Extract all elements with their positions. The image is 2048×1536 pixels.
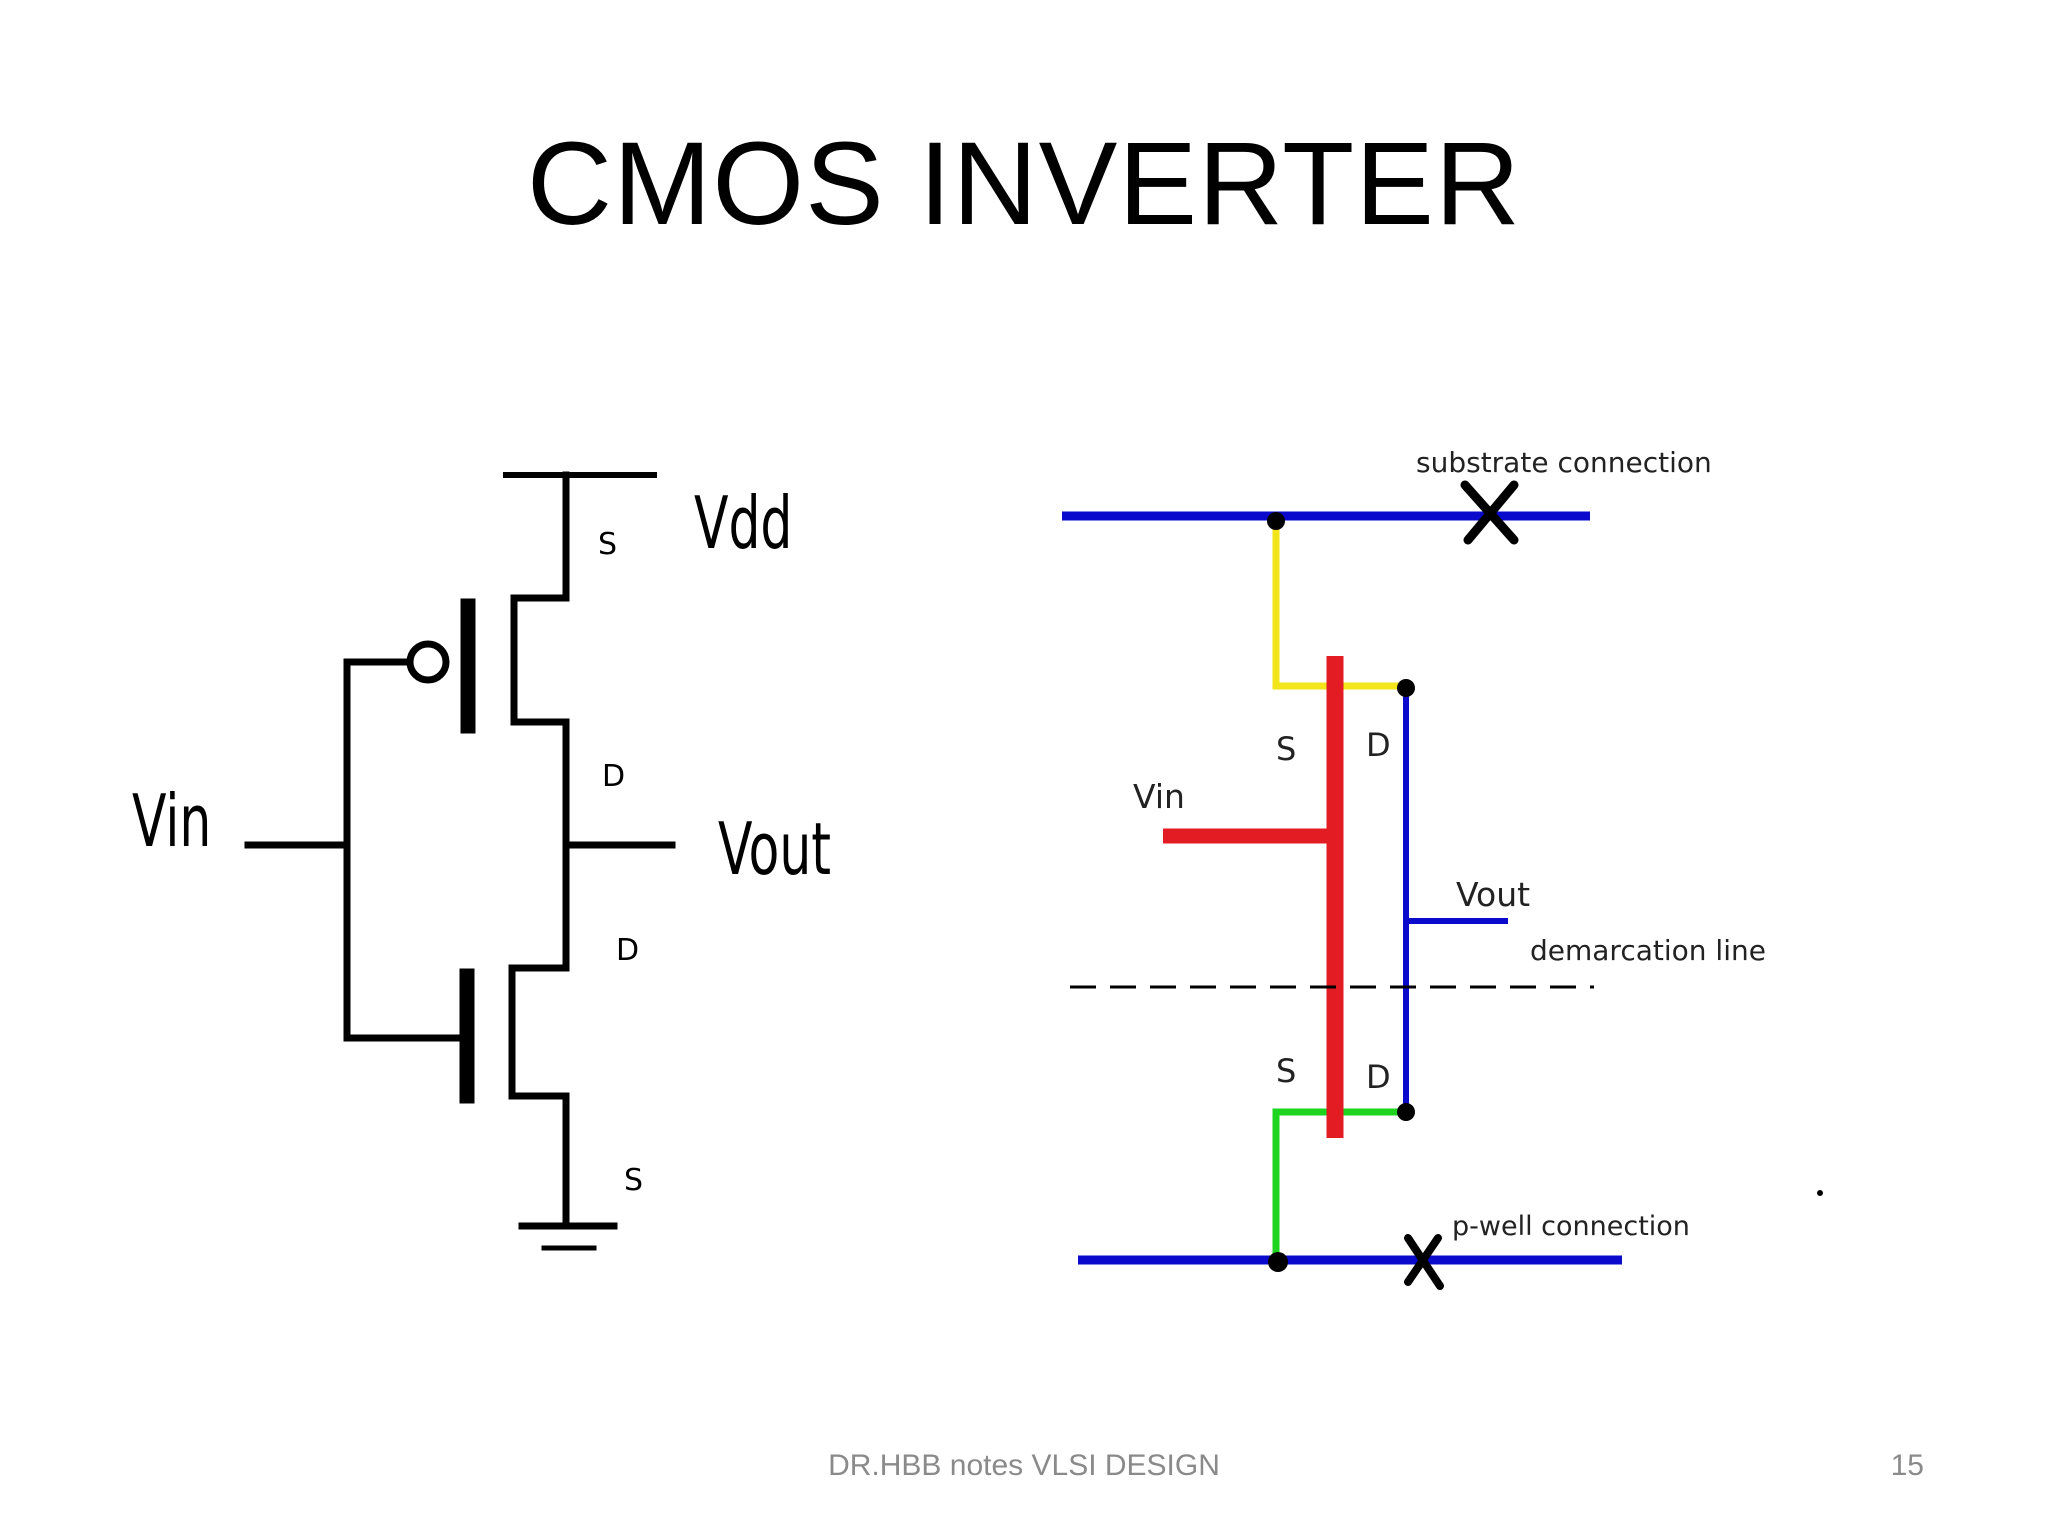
page-number: 15	[1890, 1449, 1924, 1482]
pmos-gate-wire	[343, 658, 464, 1042]
demarcation-label: demarcation line	[1530, 934, 1766, 967]
substrate-connection-marker	[1460, 480, 1519, 545]
nmos-channel	[508, 964, 570, 1100]
pmos-drain-label: D	[602, 759, 625, 794]
schematic-vout-label: Vout	[718, 807, 831, 892]
cmos-schematic	[244, 471, 676, 1251]
bottom-source-label: S	[1276, 1052, 1296, 1090]
slide-footer: DR.HBB notes VLSI DESIGN	[828, 1449, 1220, 1482]
bottom-drain-label: D	[1366, 1058, 1391, 1096]
stray-dot	[1817, 1190, 1823, 1196]
top-source-label: S	[1276, 730, 1296, 768]
bottom-rail-contact	[1268, 1252, 1288, 1272]
pwell-connection-marker	[1404, 1234, 1444, 1290]
schematic-labels: Vdd Vin Vout S D D S	[132, 481, 831, 1198]
stick-diagram	[1062, 480, 1823, 1290]
nmos-drain-label: D	[616, 933, 639, 968]
substrate-connection-label: substrate connection	[1416, 446, 1712, 479]
nmos-drain-contact	[1397, 1103, 1415, 1121]
slide-title: CMOS INVERTER	[526, 118, 1522, 250]
pmos-channel	[510, 594, 570, 726]
nmos-diffusion	[1272, 1108, 1406, 1260]
layout-vin-label: Vin	[1133, 777, 1185, 816]
pmos-source-label: S	[598, 527, 617, 562]
stick-diagram-labels: substrate connection p-well connection V…	[1133, 446, 1766, 1242]
top-rail-contact	[1267, 512, 1285, 530]
layout-vout-label: Vout	[1456, 875, 1530, 914]
pmos-diffusion	[1272, 516, 1406, 690]
top-drain-label: D	[1366, 726, 1391, 764]
schematic-vin-label: Vin	[132, 779, 211, 864]
schematic-vdd-label: Vdd	[694, 481, 792, 566]
nmos-source-label: S	[624, 1163, 643, 1198]
pmos-drain-contact	[1397, 679, 1415, 697]
pmos-gate-bubble	[406, 640, 450, 684]
pwell-connection-label: p-well connection	[1452, 1211, 1690, 1242]
